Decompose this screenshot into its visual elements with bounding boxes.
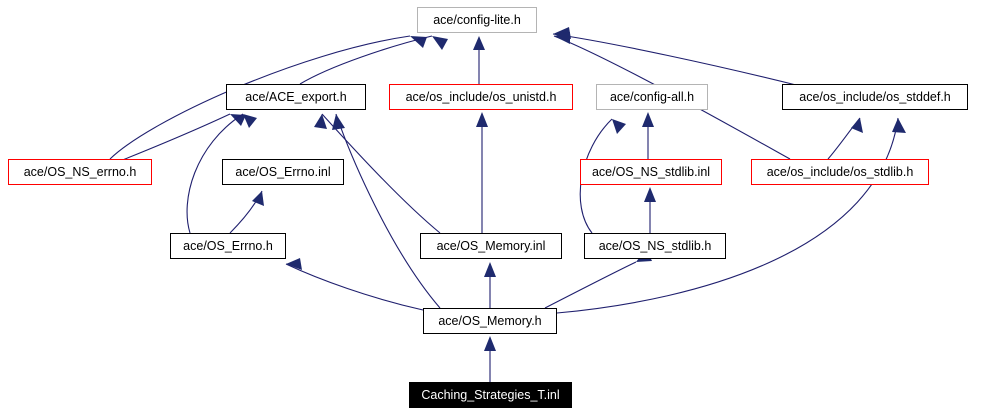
graph-node-os_ns_errno[interactable]: ace/OS_NS_errno.h [8,159,152,185]
graph-node-label: ace/OS_NS_errno.h [23,164,137,179]
graph-edge [473,36,485,84]
graph-edge [186,113,257,234]
graph-edge [476,112,488,233]
graph-edge [332,113,441,309]
edge-arrowhead-icon [612,119,626,134]
graph-edge [314,113,441,234]
graph-edge [484,262,496,308]
graph-node-ace_export[interactable]: ace/ACE_export.h [226,84,366,110]
edge-arrowhead-icon [252,191,264,206]
graph-edge [552,27,801,87]
graph-node-label: ace/config-lite.h [433,12,521,27]
edge-arrowhead-icon [892,118,906,133]
graph-node-os_stdlib[interactable]: ace/os_include/os_stdlib.h [751,159,929,185]
graph-edge [827,117,863,160]
graph-edge [484,336,496,382]
graph-edge [119,113,246,162]
edge-arrowhead-icon [644,187,656,202]
edge-arrowhead-icon [484,262,496,277]
graph-node-label: ace/OS_Memory.inl [436,238,546,253]
edge-arrowhead-icon [243,114,257,128]
graph-node-config_lite[interactable]: ace/config-lite.h [417,7,537,33]
graph-node-os_stddef[interactable]: ace/os_include/os_stddef.h [782,84,968,110]
graph-node-os_memory[interactable]: ace/OS_Memory.h [423,308,557,334]
graph-node-os_ns_stdlib[interactable]: ace/OS_NS_stdlib.h [584,233,726,259]
edge-arrowhead-icon [484,336,496,351]
edge-arrowhead-icon [476,112,488,127]
graph-node-label: ace/os_include/os_unistd.h [405,89,557,104]
edge-arrowhead-icon [432,36,448,50]
graph-edge [299,35,448,85]
graph-node-label: ace/OS_Errno.inl [235,164,331,179]
graph-edge [556,117,906,314]
graph-edge [229,190,264,234]
graph-node-os_unistd[interactable]: ace/os_include/os_unistd.h [389,84,573,110]
edge-arrowhead-icon [332,114,345,130]
graph-node-os_ns_stdlib_inl[interactable]: ace/OS_NS_stdlib.inl [580,159,722,185]
graph-edge [285,258,424,311]
edge-arrowhead-icon [286,258,302,270]
graph-node-label: ace/OS_Memory.h [438,313,542,328]
edge-arrowhead-icon [642,112,654,127]
graph-node-label: ace/OS_NS_stdlib.inl [591,164,711,179]
edge-arrowhead-icon [410,36,427,48]
graph-node-os_errno_inl[interactable]: ace/OS_Errno.inl [222,159,344,185]
edge-arrowhead-icon [314,114,327,129]
edge-arrowhead-icon [554,32,570,44]
edge-arrowhead-icon [851,118,863,133]
graph-node-label: Caching_Strategies_T.inl [421,387,560,402]
graph-node-label: ace/config-all.h [609,89,695,104]
graph-node-os_memory_inl[interactable]: ace/OS_Memory.inl [420,233,562,259]
graph-node-label: ace/os_include/os_stdlib.h [766,164,914,179]
graph-node-label: ace/os_include/os_stddef.h [799,89,951,104]
graph-node-caching: Caching_Strategies_T.inl [409,382,572,408]
graph-edge [644,187,656,233]
graph-node-config_all[interactable]: ace/config-all.h [596,84,708,110]
graph-node-label: ace/OS_Errno.h [183,238,273,253]
graph-node-label: ace/OS_NS_stdlib.h [598,238,712,253]
graph-node-label: ace/ACE_export.h [245,89,347,104]
edge-arrowhead-icon [473,36,485,50]
edge-arrowhead-icon [230,114,246,126]
graph-node-os_errno[interactable]: ace/OS_Errno.h [170,233,286,259]
graph-edge [642,112,654,159]
